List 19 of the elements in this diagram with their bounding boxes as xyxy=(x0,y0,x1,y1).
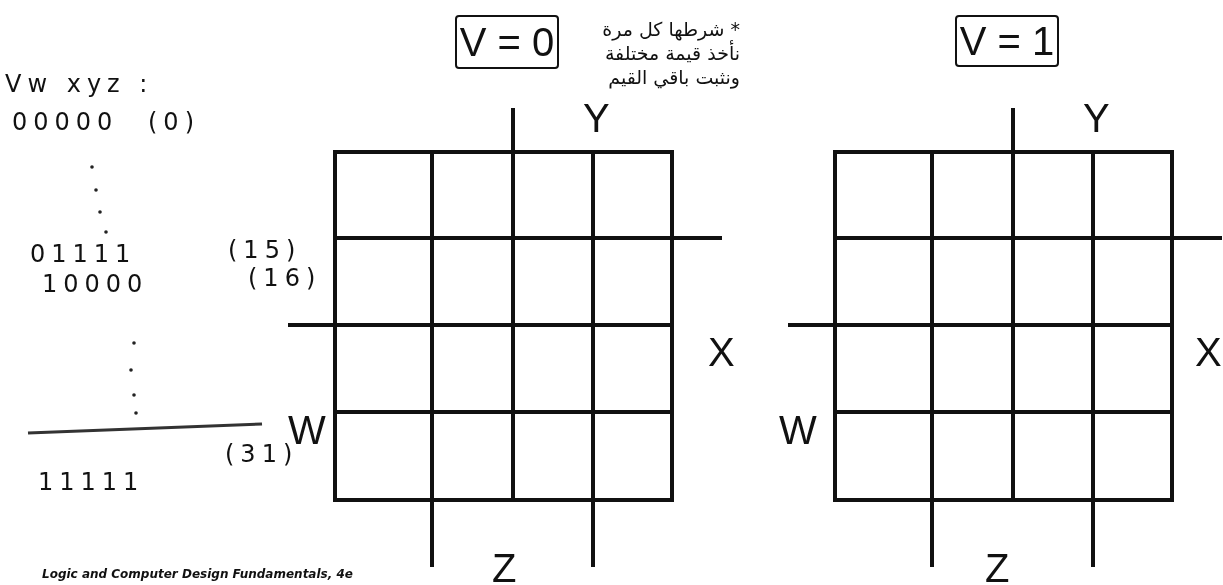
variable-label: X xyxy=(1195,332,1222,372)
variable-label: Y xyxy=(583,98,610,138)
binary-code: 01111 xyxy=(30,242,137,266)
variable-value-box: V = 0 xyxy=(455,15,559,69)
footer-text: Logic and Computer Design Fundamentals, 4e xyxy=(42,568,353,580)
index-number: (0) xyxy=(148,110,200,134)
variable-label: Y xyxy=(1083,98,1110,138)
handwritten-note: * شرطها كل مرة نأخذ قيمة مختلفة ونثبت باقي القيم xyxy=(601,18,740,90)
variable-value-box: V = 1 xyxy=(955,15,1059,67)
variable-label: Z xyxy=(985,548,1010,585)
handwritten-heading: Vw xyz : xyxy=(5,72,154,96)
binary-code: 00000 xyxy=(12,110,119,134)
binary-code: 10000 xyxy=(42,272,149,296)
index-number: (15) xyxy=(228,238,302,262)
binary-code: 11111 xyxy=(38,470,145,494)
variable-label: Z xyxy=(492,548,517,585)
variable-label: W xyxy=(779,410,817,450)
variable-label: X xyxy=(708,332,735,372)
index-number: (16) xyxy=(248,266,322,290)
